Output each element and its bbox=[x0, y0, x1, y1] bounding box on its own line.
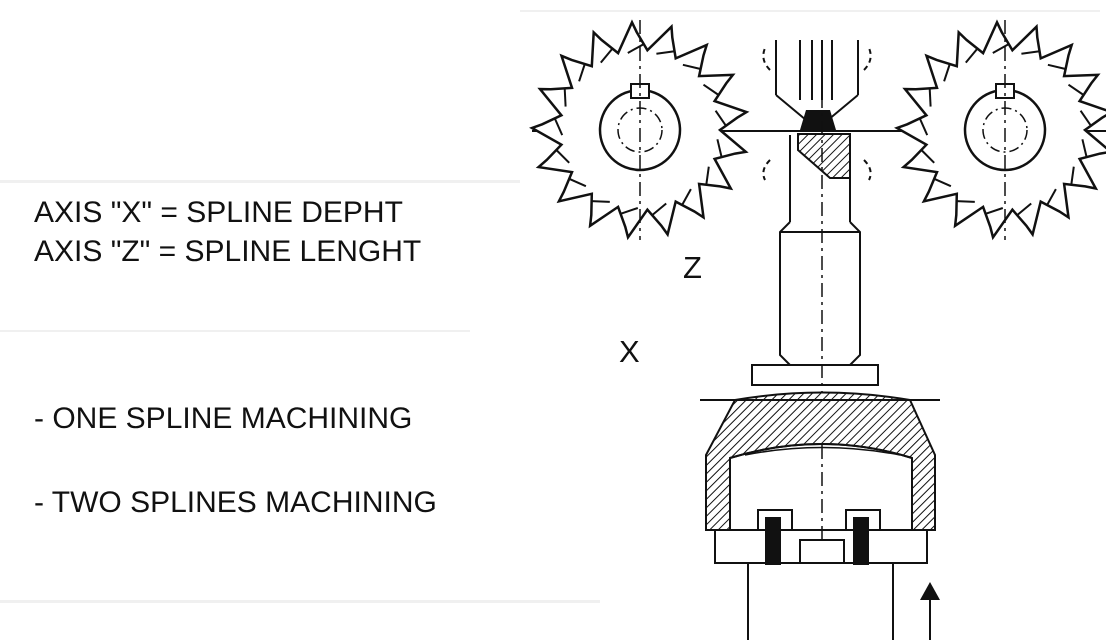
cutter-tooth-edge bbox=[1021, 50, 1040, 55]
cutter-tooth-edge bbox=[656, 50, 675, 55]
cutter-tooth-edge bbox=[992, 43, 1010, 54]
cutter-tooth-edge bbox=[553, 117, 564, 136]
cutter-tooth-edge bbox=[965, 47, 979, 64]
cutter-tooth-edge bbox=[1016, 202, 1032, 216]
cutter-tooth-edge bbox=[578, 63, 586, 82]
milling-cutter-right-icon bbox=[894, 19, 1106, 241]
cutter-tooth-edge bbox=[956, 200, 975, 203]
x-axis-marker: X bbox=[619, 334, 640, 369]
cutter-tooth-edge bbox=[918, 117, 929, 136]
spline-section-hatch bbox=[797, 133, 851, 179]
cutter-tooth-edge bbox=[702, 83, 720, 96]
cutter-tooth-edge bbox=[651, 202, 667, 216]
two-splines-option: - TWO SPLINES MACHINING bbox=[34, 486, 437, 519]
housing-icon bbox=[700, 391, 940, 531]
cutting-zone bbox=[800, 110, 836, 130]
cutter-tooth-edge bbox=[933, 177, 952, 188]
cutter-tooth-edge bbox=[943, 63, 951, 82]
cutter-tooth-edge bbox=[563, 88, 567, 107]
cutter-tooth-edge bbox=[555, 149, 570, 164]
paper-noise bbox=[0, 10, 1100, 603]
cutter-tooth-edge bbox=[681, 188, 692, 206]
cutter-tooth-edge bbox=[1046, 188, 1057, 206]
cutter-tooth-edge bbox=[705, 166, 710, 185]
cutter-tooth-edge bbox=[1067, 83, 1085, 96]
axis-x-legend: AXIS "X" = SPLINE DEPHT bbox=[34, 196, 403, 229]
cutter-tooth-edge bbox=[1070, 166, 1075, 185]
cutter-tooth-edge bbox=[920, 149, 935, 164]
axis-z-legend: AXIS "Z" = SPLINE LENGHT bbox=[34, 235, 422, 268]
feed-arrow-icon bbox=[920, 582, 940, 640]
cutter-tooth-edge bbox=[1079, 110, 1092, 127]
cutter-tooth-edge bbox=[620, 207, 639, 215]
cutter-tooth-edge bbox=[928, 88, 932, 107]
cutter-tooth-edge bbox=[682, 63, 701, 70]
tool-spindle-icon bbox=[762, 40, 872, 181]
cutter-tooth-edge bbox=[985, 207, 1004, 215]
one-spline-option: - ONE SPLINE MACHINING bbox=[34, 402, 413, 435]
cutter-tooth-edge bbox=[714, 110, 727, 127]
cutter-tooth-edge bbox=[568, 177, 587, 188]
cutter-tooth-edge bbox=[1081, 139, 1088, 158]
cutter-tooth-edge bbox=[716, 139, 723, 158]
base-block-icon bbox=[714, 509, 928, 640]
z-axis-marker: Z bbox=[683, 250, 702, 285]
workpiece-shaft-icon bbox=[751, 40, 879, 540]
cutter-tooth-edge bbox=[600, 47, 614, 64]
cutter-tooth-edge bbox=[627, 43, 645, 54]
cutter-tooth-edge bbox=[591, 200, 610, 203]
milling-cutter-left-icon bbox=[529, 19, 750, 241]
cutter-tooth-edge bbox=[1047, 63, 1066, 70]
